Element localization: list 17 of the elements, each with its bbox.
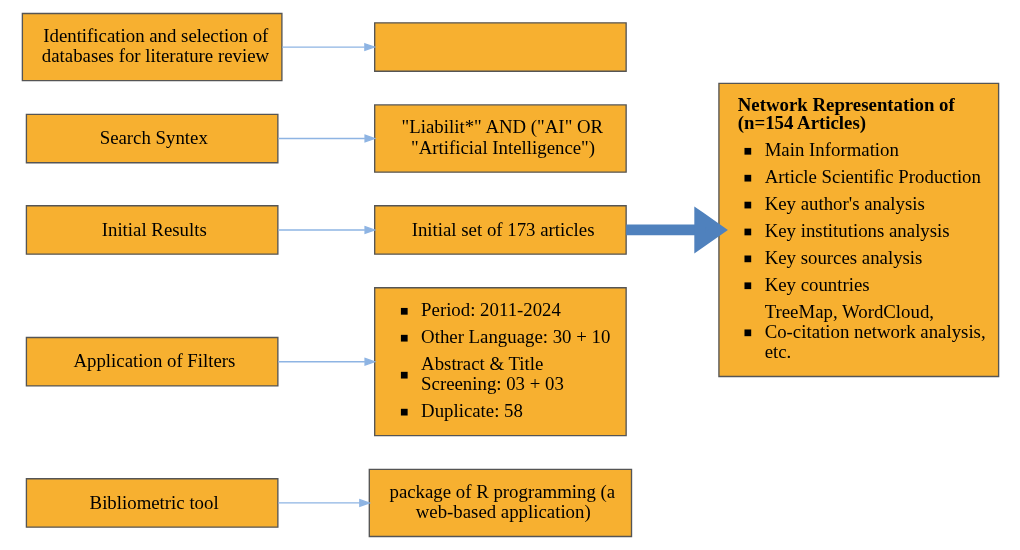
node-box: Period: 2011-2024 Other Language: 30 + 10 Abstract & Title Screening: 03 + 03 Duplicate: 58 <box>373 287 627 437</box>
node-box: Network Representation of (n=154 Articles) Main Information Article Scientific Production Key author's analysis Key institutions analysis Key sources analysis Key countries TreeMap, WordCloud, Co-citation network analysis, etc. <box>717 82 999 378</box>
arrow <box>277 357 376 366</box>
node-box: Identification and selection of databases for literature review <box>21 12 283 82</box>
arrow <box>625 206 728 254</box>
arrow <box>277 225 376 235</box>
arrow <box>281 42 376 52</box>
node-box: Application of Filters <box>25 336 279 387</box>
arrow <box>277 134 376 143</box>
node-box: Initial set of 173 articles <box>373 205 627 255</box>
node-box: "Liabilit*" AND ("AI" OR "Artificial Intelligence") <box>373 104 627 173</box>
node-box: Initial Results <box>25 205 279 255</box>
node-box <box>373 22 627 72</box>
arrow <box>277 498 371 508</box>
node-box: Search Syntex <box>25 113 279 164</box>
node-box: Bibliometric tool <box>25 478 279 528</box>
node-box: package of R programming (a web-based application) <box>368 468 632 538</box>
